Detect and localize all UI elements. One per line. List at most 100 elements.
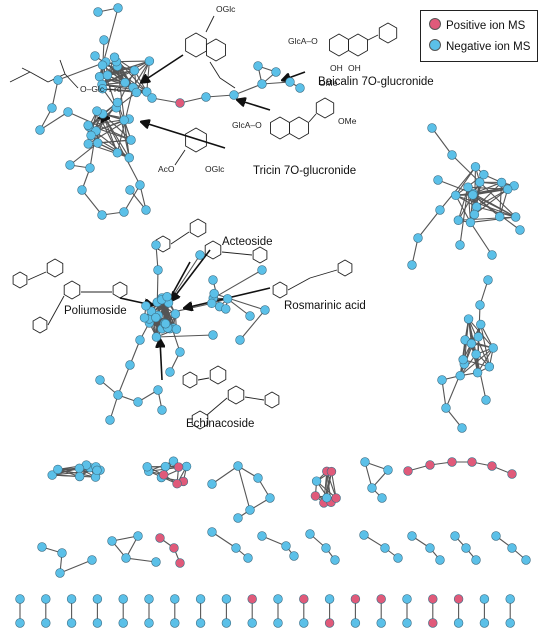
structure-bond <box>59 59 66 75</box>
structure-atom-label: OMe <box>338 116 357 126</box>
negative-ion-node <box>471 349 481 360</box>
label-tricin: Tricin 7O-glucronide <box>253 165 357 177</box>
negative-ion-node <box>151 557 161 567</box>
negative-ion-node <box>141 301 151 311</box>
negative-ion-node <box>257 79 267 89</box>
structure-atom-label: GlcA–O <box>288 36 318 46</box>
negative-ion-node <box>377 493 387 503</box>
iridoid-ring <box>206 38 226 62</box>
structure-bond <box>205 15 215 33</box>
structure-bond <box>64 73 79 89</box>
negative-ion-node <box>41 594 51 604</box>
structure-atom-label: AcO <box>158 164 175 174</box>
negative-ion-node <box>170 594 180 604</box>
positive-ion-node <box>324 618 335 628</box>
positive-ion-node <box>507 469 517 479</box>
negative-ion-node <box>209 288 219 299</box>
negative-ion-node <box>470 162 481 172</box>
pointer-arrow <box>283 71 306 80</box>
negative-ion-node <box>380 543 390 553</box>
negative-ion-node <box>453 618 464 628</box>
negative-ion-node <box>109 52 120 62</box>
negative-ion-node <box>350 618 361 628</box>
negative-ion-node <box>476 319 486 330</box>
negative-ion-node <box>118 618 128 628</box>
legend-positive: Positive ion MS <box>429 18 525 32</box>
negative-ion-node <box>271 67 281 77</box>
negative-ion-node <box>475 300 485 310</box>
negative-ion-node <box>253 473 263 483</box>
network-edge <box>439 166 476 211</box>
legend: Positive ion MS Negative ion MS <box>420 10 538 62</box>
negative-ion-node <box>15 594 25 604</box>
negative-ion-node <box>281 541 291 551</box>
positive-ion-node <box>331 493 341 503</box>
pointer-arrow <box>142 122 226 149</box>
negative-ion-node <box>483 275 493 285</box>
negative-ion-node <box>376 618 386 628</box>
negative-ion-node <box>257 531 267 541</box>
negative-ion-node <box>112 97 123 108</box>
negative-ion-node <box>124 153 134 163</box>
label-baicalin: Baicalin 7O-glucronide <box>318 76 434 88</box>
negative-ion-node <box>57 548 67 558</box>
negative-ion-node <box>455 371 465 381</box>
negative-ion-node <box>273 618 283 628</box>
negative-ion-node <box>463 182 473 192</box>
structure-atom-label: O–Glc–Frc <box>80 84 122 94</box>
flavone-ring <box>270 116 290 140</box>
caffeoyl-ring <box>155 235 171 253</box>
negative-ion-node <box>222 294 233 304</box>
negative-ion-node <box>135 180 145 190</box>
network-edge <box>156 334 214 338</box>
positive-ion-node <box>172 479 182 489</box>
negative-ion-node <box>102 70 113 80</box>
negative-ion-node <box>311 476 322 486</box>
sugar-ring <box>191 410 209 430</box>
positive-ion-swatch <box>429 18 441 30</box>
negative-ion-node <box>208 275 218 285</box>
pointer-arrow <box>168 261 191 302</box>
network-edge <box>211 465 239 485</box>
network-edge <box>233 83 263 96</box>
structure-bond <box>206 397 228 416</box>
negative-ion-node <box>131 87 142 98</box>
network-edge <box>477 347 494 373</box>
negative-ion-node <box>175 347 185 357</box>
negative-ion-node <box>479 618 490 628</box>
negative-ion-node <box>195 618 206 628</box>
negative-ion-node <box>162 291 172 302</box>
negative-ion-node <box>510 212 521 222</box>
network-edge <box>499 189 509 217</box>
negative-ion-node <box>74 471 85 482</box>
structure-bond <box>244 396 265 401</box>
positive-ion-node <box>428 618 438 628</box>
negative-ion-node <box>451 190 461 201</box>
negative-ion-node <box>83 120 93 130</box>
network-edge <box>102 113 141 186</box>
negative-ion-node <box>160 319 171 329</box>
negative-ion-node <box>95 375 105 385</box>
negative-ion-node <box>515 225 525 235</box>
network-edge <box>168 254 201 304</box>
catechol-ring <box>252 246 268 264</box>
network-edge <box>326 471 337 499</box>
negative-ion-node <box>195 250 205 260</box>
structure-bond <box>221 251 253 256</box>
negative-ion-node <box>15 618 25 628</box>
negative-ion-node <box>463 314 474 324</box>
sugar-ring <box>63 280 81 300</box>
network-edge <box>431 127 453 156</box>
negative-ion-node <box>433 175 443 185</box>
network-edge <box>472 194 521 231</box>
positive-ion-node <box>425 460 435 470</box>
negative-ion-node <box>457 423 467 433</box>
structure-atom-label: OMe <box>319 78 338 88</box>
structure-bond <box>170 231 190 245</box>
negative-ion-node <box>435 205 445 215</box>
negative-ion-node <box>473 332 483 342</box>
flavone-ring <box>329 33 349 57</box>
negative-ion-node <box>181 461 192 472</box>
negative-ion-node <box>121 553 131 563</box>
network-edge <box>459 187 469 246</box>
